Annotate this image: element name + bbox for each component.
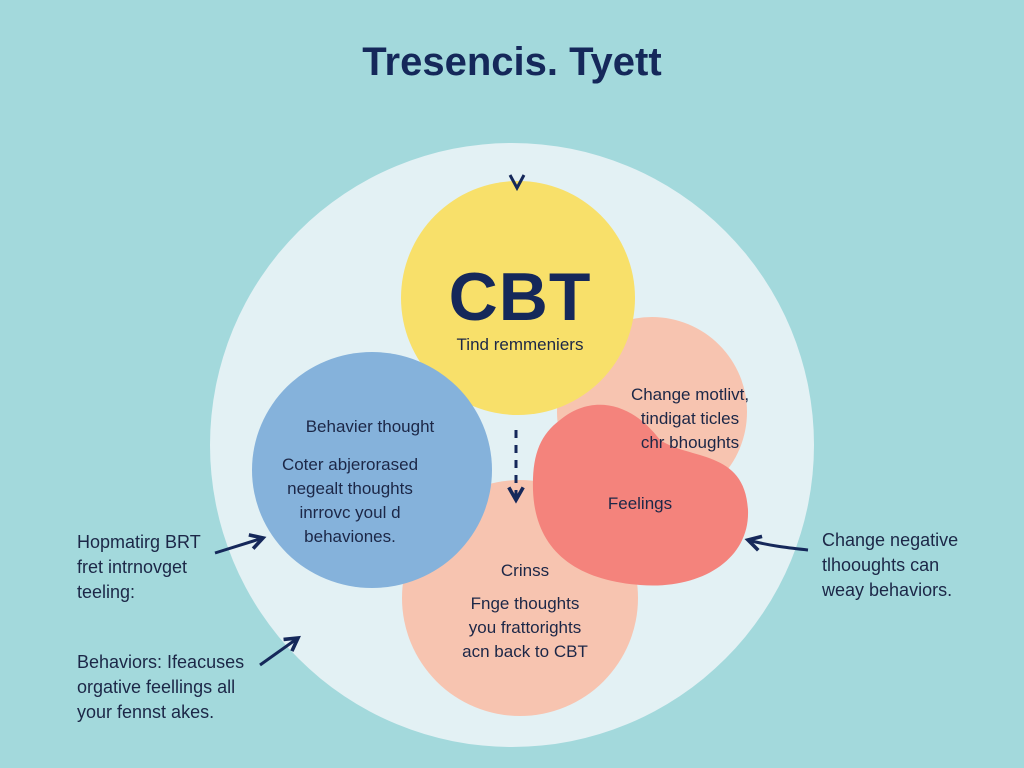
bottom-body: Fnge thoughts you frattorights acn back … — [462, 594, 588, 661]
cbt-circle — [401, 181, 635, 415]
arrow-right-icon — [744, 534, 809, 552]
cbt-subtitle: Tind remmeniers — [456, 335, 584, 354]
outer-circle — [210, 143, 814, 747]
behavior-body: Coter abjerorased negealt thoughts inrro… — [281, 455, 419, 546]
note-left-top: Hopmatirg BRT fret intrnovget teeling: — [77, 532, 201, 602]
change-top-body: Change motlivt, tindigat ticles chr bhou… — [630, 385, 750, 452]
top-arrow-icon — [508, 174, 526, 192]
cbt-heading: CBT — [448, 259, 592, 335]
page-title: Tresencis. Tyett — [362, 40, 662, 84]
behavior-circle — [252, 352, 492, 588]
arrow-left-bottom-icon — [259, 635, 301, 667]
note-right: Change negative tlhooughts can weay beha… — [822, 530, 959, 600]
arrow-left-top-icon — [214, 533, 267, 555]
note-left-bottom: Behaviors: Ifeacuses orgative feellings … — [77, 652, 245, 722]
bottom-heading: Crinss — [500, 561, 550, 580]
behavior-heading: Behavier thought — [305, 417, 435, 436]
feelings-blob — [532, 404, 749, 586]
feelings-heading: Feelings — [607, 494, 673, 513]
